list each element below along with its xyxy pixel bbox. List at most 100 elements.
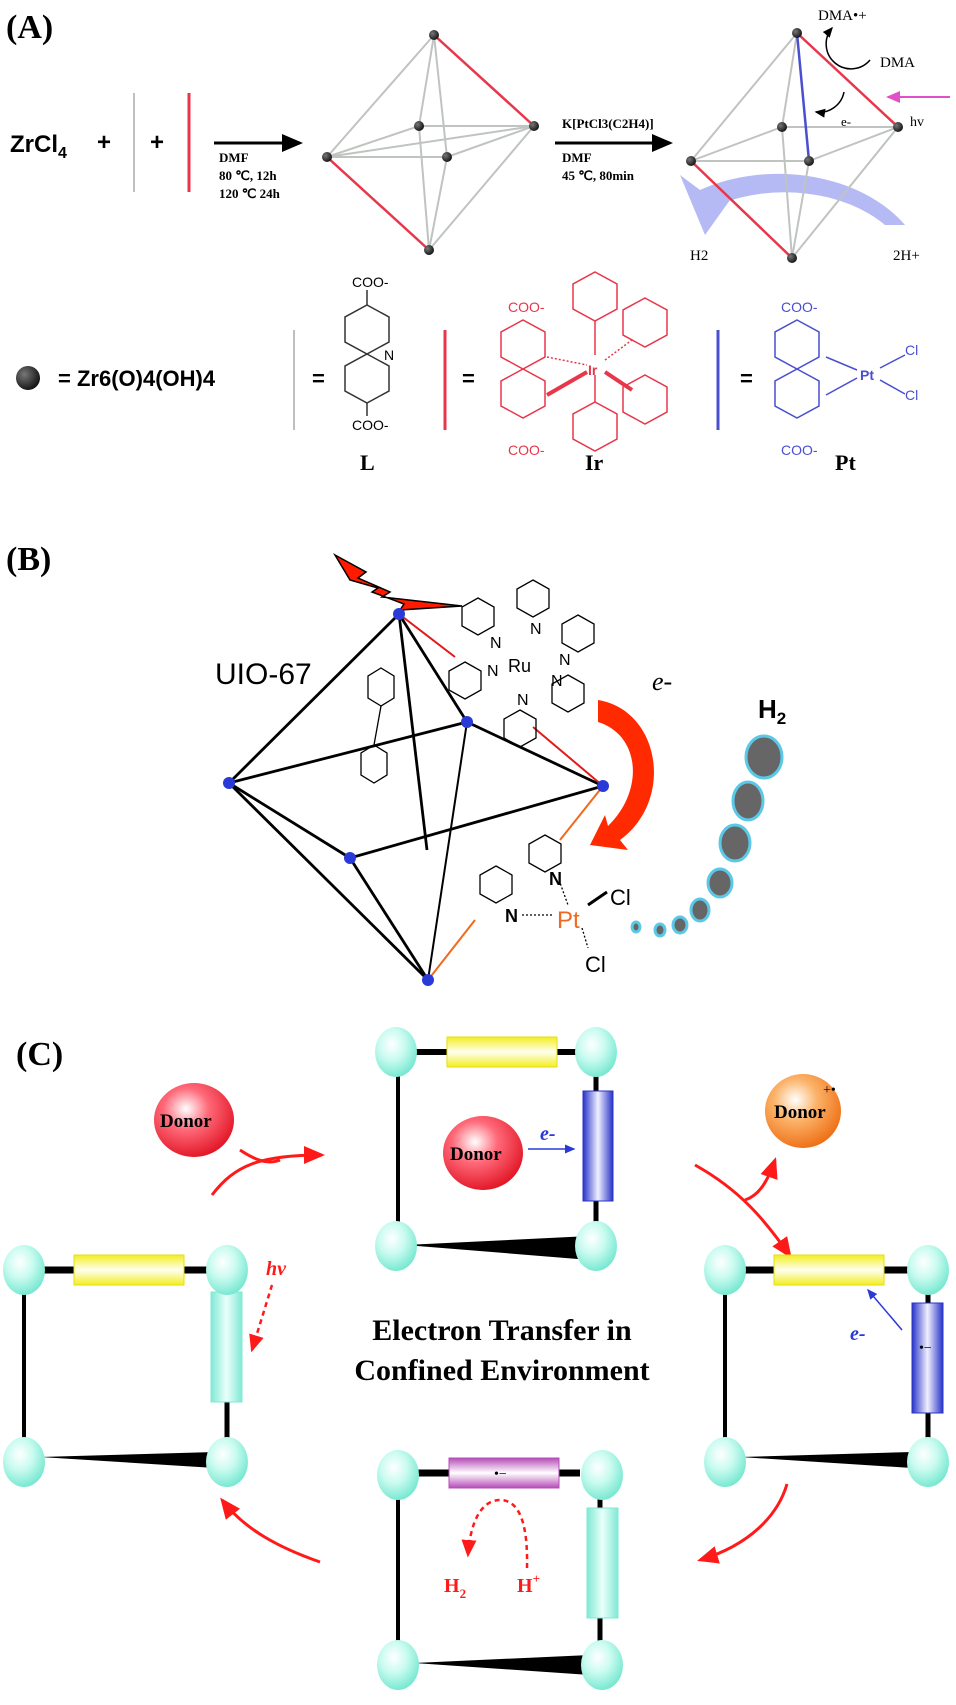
panel-a-label: (A) [6,9,53,46]
pt-n-label: N [505,906,518,926]
electron-label: e- [652,667,672,696]
free-donor [154,1083,234,1157]
zr-node [414,121,424,131]
h2-label: H2 [758,694,786,728]
step2-cond1: 45 ℃, 80min [562,168,635,183]
zr-node [344,852,356,864]
yellow-linker [446,1036,558,1068]
cyan-node [206,1245,248,1295]
ligand-ir-metal: Ir [588,362,598,378]
h2-bubble [744,734,784,780]
ligand-ir-structure [500,271,668,452]
equals-sign: = [740,366,753,391]
zr-node [777,122,787,132]
electron-label: e- [850,1323,866,1345]
cycle-arrow-branch [744,1157,778,1202]
ligand-pt-coo-bottom: COO- [781,442,818,458]
zr-node [792,28,802,38]
hv-label: hv [910,115,924,130]
biphenyl-linker [360,667,395,784]
ligand-pt-cl-2: Cl [905,387,918,403]
ru-n-label: N [490,635,502,652]
h2-bubble [671,915,689,935]
cyan-node [377,1450,419,1500]
h2-product-label: H2 [444,1575,466,1601]
plus-sign-1: + [97,129,111,156]
ligand-ir-name: Ir [585,450,604,475]
equals-sign: = [462,366,475,391]
cyan-linker [586,1507,619,1619]
zr-node [223,777,235,789]
ligand-pt-structure [774,319,906,419]
pt-linker-edge [427,919,476,981]
step1-cond2: 120 ℃ 24h [219,186,281,201]
pt-complex [479,834,608,949]
blue-linker-excited [582,1090,614,1202]
electron-arrow [814,91,845,118]
zr-cluster-formula: = Zr6(O)4(OH)4 [58,366,216,391]
ligand-pt-metal: Pt [860,367,874,383]
radical-anion-mark: •− [494,1467,507,1482]
cyan-node [907,1245,949,1295]
h2-label: H2 [690,248,708,264]
cl-label: Cl [610,885,631,910]
ligand-l-coo-top: COO- [352,274,389,290]
radical-anion-mark: •− [919,1341,932,1356]
cl-label: Cl [585,952,606,977]
magenta-linker-reduced [448,1457,560,1489]
electron-transfer-arrow [590,700,654,850]
donor-in-cage [443,1116,523,1190]
ru-complex [448,579,595,748]
donor-label: Donor [774,1102,826,1123]
synthesis-arrow-1: DMF 80 ℃, 12h 120 ℃ 24h [214,134,303,201]
zr-node [686,156,696,166]
radical-cation-mark: +• [823,1083,836,1098]
ligand-l-n: N [384,347,394,363]
panel-b-label: (B) [6,541,51,578]
cycle-arrow [697,1483,789,1564]
dma-radical-label: DMA•+ [818,8,867,24]
electron-label: e- [841,114,851,129]
cyan-node [3,1245,45,1295]
yellow-linker [73,1254,185,1286]
panel-c-label: (C) [16,1036,63,1073]
cyan-node [3,1437,45,1487]
ru-n-label: N [517,692,529,709]
uio67-octahedron [228,613,604,981]
cage-top: Donor e- [375,1027,617,1271]
blue-linker-reduced [911,1302,944,1414]
ligand-ir-coo-bottom: COO- [508,442,545,458]
dma-label: DMA [880,55,915,71]
ru-metal-label: Ru [508,656,531,676]
cyan-node [375,1027,417,1077]
cage-right: •− e- [704,1245,949,1487]
ligand-ir-coo-top: COO- [508,299,545,315]
cycle-arrow-branch [239,1148,281,1164]
zr-node [597,780,609,792]
legend-row: = Zr6(O)4(OH)4 = COO- COO- N L = [16,271,918,475]
protons-label: 2H+ [893,248,920,264]
cycle-arrow [220,1497,321,1564]
cage-left: hv [3,1245,287,1487]
panel-c: (C) Donor e- Donor Donor +• [3,1027,949,1690]
framework-label: UIO-67 [215,658,312,691]
zr-node [442,152,452,162]
h2-bubble [706,867,734,899]
h2-bubble [630,920,642,934]
center-title-line-1: Electron Transfer in [372,1314,632,1347]
octahedron-2: DMA•+ DMA e- hv H2 2H+ [680,8,950,264]
zr-node [893,122,903,132]
step2-solvent: DMF [562,150,592,165]
ru-linker-edge [398,613,456,658]
zr-node [787,253,797,263]
panel-b: (B) UIO-67 [6,541,786,986]
cyan-node [575,1221,617,1271]
ru-n-label: N [487,663,499,680]
h2-bubbles [630,734,784,938]
ru-n-label: N [530,621,542,638]
pt-linker-edge [559,785,604,841]
zr-node [424,245,434,255]
cyan-node [581,1450,623,1500]
cyan-node [907,1437,949,1487]
